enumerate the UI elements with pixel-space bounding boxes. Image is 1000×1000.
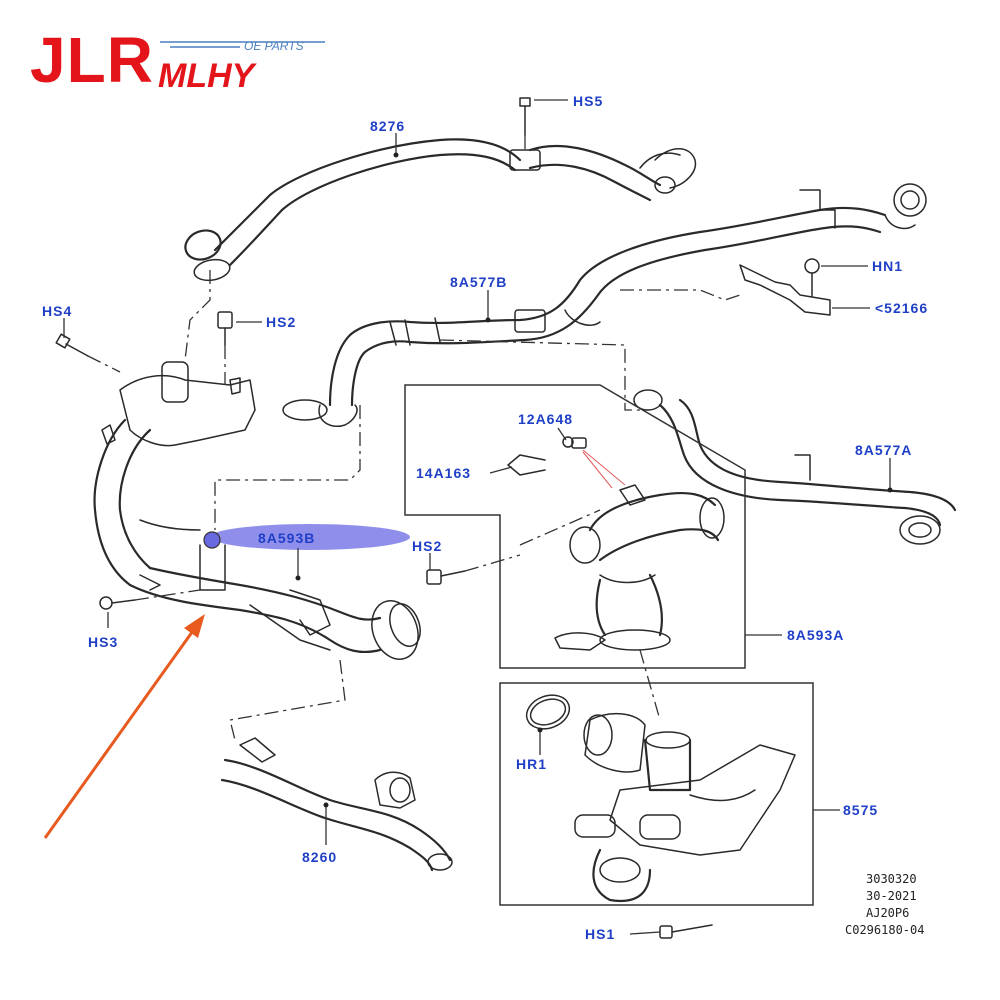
highlight-8a593b	[210, 524, 410, 550]
bolt-hs5-drawing	[519, 97, 531, 150]
box-8a593a-outline	[404, 384, 746, 669]
label-8a577b: 8A577B	[450, 274, 507, 290]
highlight-point	[203, 531, 221, 549]
label-hr1: HR1	[516, 756, 547, 772]
bolt-hs1-drawing	[659, 924, 713, 939]
bolt-hs4-drawing	[55, 333, 121, 373]
label-hs2-mid: HS2	[412, 538, 442, 554]
ref-line-1: 3030320	[866, 872, 917, 886]
hose-8260-drawing	[220, 737, 453, 872]
clip-14a163-drawing	[507, 454, 546, 476]
ring-hr1-drawing	[525, 694, 571, 730]
hose-8a577a-drawing	[633, 389, 957, 545]
label-52166: <52166	[875, 300, 928, 316]
sensor-12a648-drawing	[562, 436, 626, 489]
label-8276: 8276	[370, 118, 405, 134]
label-8a593a: 8A593A	[787, 627, 844, 643]
ref-line-4: C0296180-04	[845, 923, 924, 937]
label-hs1: HS1	[585, 926, 615, 942]
ref-line-2: 30-2021	[866, 889, 917, 903]
label-14a163: 14A163	[416, 465, 471, 481]
label-hs4: HS4	[42, 303, 72, 319]
label-8260: 8260	[302, 849, 337, 865]
box-8575-outline	[499, 682, 814, 906]
pointer-arrow	[43, 614, 205, 839]
assembly-lines	[184, 270, 741, 741]
bolt-hs2-top-drawing	[217, 311, 233, 385]
label-hs3: HS3	[88, 634, 118, 650]
logo-main-text: JLR	[30, 24, 154, 96]
label-hs5: HS5	[573, 93, 603, 109]
logo-sub-text: MLHY	[158, 57, 255, 95]
label-8a577a: 8A577A	[855, 442, 912, 458]
brand-logo: JLR OE PARTS MLHY	[30, 22, 325, 102]
bracket-52166-drawing	[739, 258, 831, 316]
pipe-8a593a-drawing	[554, 484, 725, 651]
label-12a648: 12A648	[518, 411, 573, 427]
logo-lines-icon	[160, 41, 325, 48]
housing-8a593b-drawing	[93, 361, 421, 660]
label-8575: 8575	[843, 802, 878, 818]
bolt-hs2-mid-drawing	[426, 554, 521, 585]
label-hn1: HN1	[872, 258, 903, 274]
leader-lines	[63, 99, 893, 935]
hose-8276-drawing	[184, 138, 697, 282]
hose-8a577b-drawing	[282, 183, 927, 427]
ref-line-3: AJ20P6	[866, 906, 909, 920]
logo-tag-text: OE PARTS	[244, 39, 304, 53]
label-8a593b: 8A593B	[258, 530, 315, 546]
thermostat-8575-drawing	[574, 713, 796, 903]
bolt-hs3-drawing	[99, 589, 201, 610]
label-hs2-top: HS2	[266, 314, 296, 330]
